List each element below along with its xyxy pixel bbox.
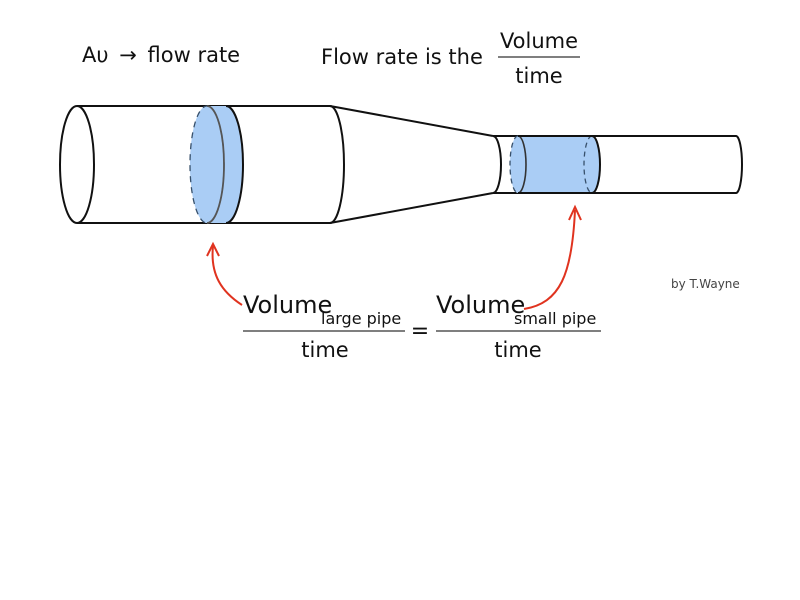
left-denominator: time: [301, 338, 348, 362]
av-flow-rate-label: Aυ → flow rate: [82, 43, 240, 67]
small-pipe-volume-slice: [509, 135, 601, 194]
right-subscript: small pipe: [514, 309, 596, 328]
arrow-small-pipe: [523, 204, 582, 310]
large-pipe-opening: [59, 105, 95, 224]
large-pipe-volume-slice: [189, 105, 244, 224]
right-numerator: Volume: [436, 291, 525, 319]
author-credit: by T.Wayne: [671, 277, 740, 291]
large-pipe: [59, 105, 330, 224]
left-subscript: large pipe: [321, 309, 401, 328]
equals-sign: =: [411, 319, 429, 344]
arrow-large-pipe: [206, 241, 243, 306]
header-fraction-denominator: time: [515, 64, 562, 88]
continuity-equation: Volume large pipe time = Volume small pi…: [243, 291, 601, 362]
right-denominator: time: [494, 338, 541, 362]
left-numerator: Volume: [243, 291, 332, 319]
flow-rate-statement: Flow rate is the: [321, 45, 483, 69]
tapered-section: [329, 105, 502, 224]
small-pipe-opening: [735, 135, 743, 194]
header-fraction-numerator: Volume: [500, 29, 578, 53]
